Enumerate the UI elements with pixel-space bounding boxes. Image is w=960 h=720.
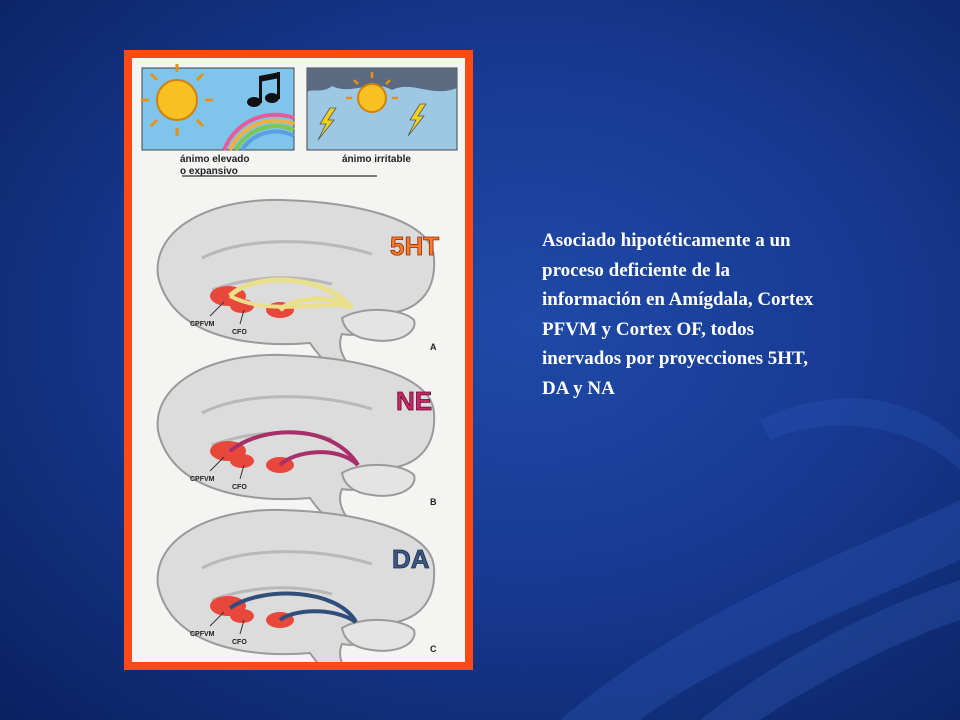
region-label-cfo: CFO: [232, 329, 247, 336]
sun-icon: [346, 72, 398, 113]
brain-diagram-ne: [156, 353, 436, 559]
figure-image: ánimo elevado o expansivo ánimo irritabl…: [132, 58, 465, 662]
nt-label-da: DA: [392, 544, 430, 574]
caption-line: DA y NA: [542, 377, 615, 399]
panel-left-label-2: o expansivo: [180, 166, 238, 177]
sun-icon: [141, 64, 213, 136]
figure-frame: ánimo elevado o expansivo ánimo irritabl…: [124, 50, 473, 670]
panel-letter-c: C: [430, 644, 437, 654]
region-label-cpfvm: CPFVM: [190, 321, 215, 328]
music-note-icon: [247, 72, 280, 107]
panel-irritable-mood: [306, 67, 458, 151]
nt-label-ne: NE: [396, 386, 432, 416]
region-label-cpfvm: CPFVM: [190, 476, 215, 483]
caption-line: inervados por proyecciones 5HT,: [542, 348, 808, 369]
panel-right-label: ánimo irritable: [342, 154, 411, 165]
panel-left-label-1: ánimo elevado: [180, 154, 249, 165]
region-label-cpfvm: CPFVM: [190, 631, 215, 638]
caption-text: Asociado hipotéticamente a un proceso de…: [542, 226, 922, 403]
region-label-cfo: CFO: [232, 484, 247, 491]
panel-letter-a: A: [430, 342, 437, 352]
caption-line: Asociado hipotéticamente a un: [542, 230, 791, 251]
panel-letter-b: B: [430, 497, 437, 507]
caption-line: proceso deficiente de la: [542, 259, 731, 281]
nt-label-5ht: 5HT: [390, 231, 439, 261]
brain-diagram-5ht: [156, 198, 436, 404]
brain-diagram-da: [156, 508, 436, 662]
caption-line: información en Amígdala, Cortex: [542, 289, 814, 310]
caption-line: PFVM y Cortex OF, todos: [542, 318, 754, 340]
region-label-cfo: CFO: [232, 639, 247, 646]
panel-elevated-mood: [141, 64, 295, 152]
lightning-icon: [317, 103, 427, 141]
